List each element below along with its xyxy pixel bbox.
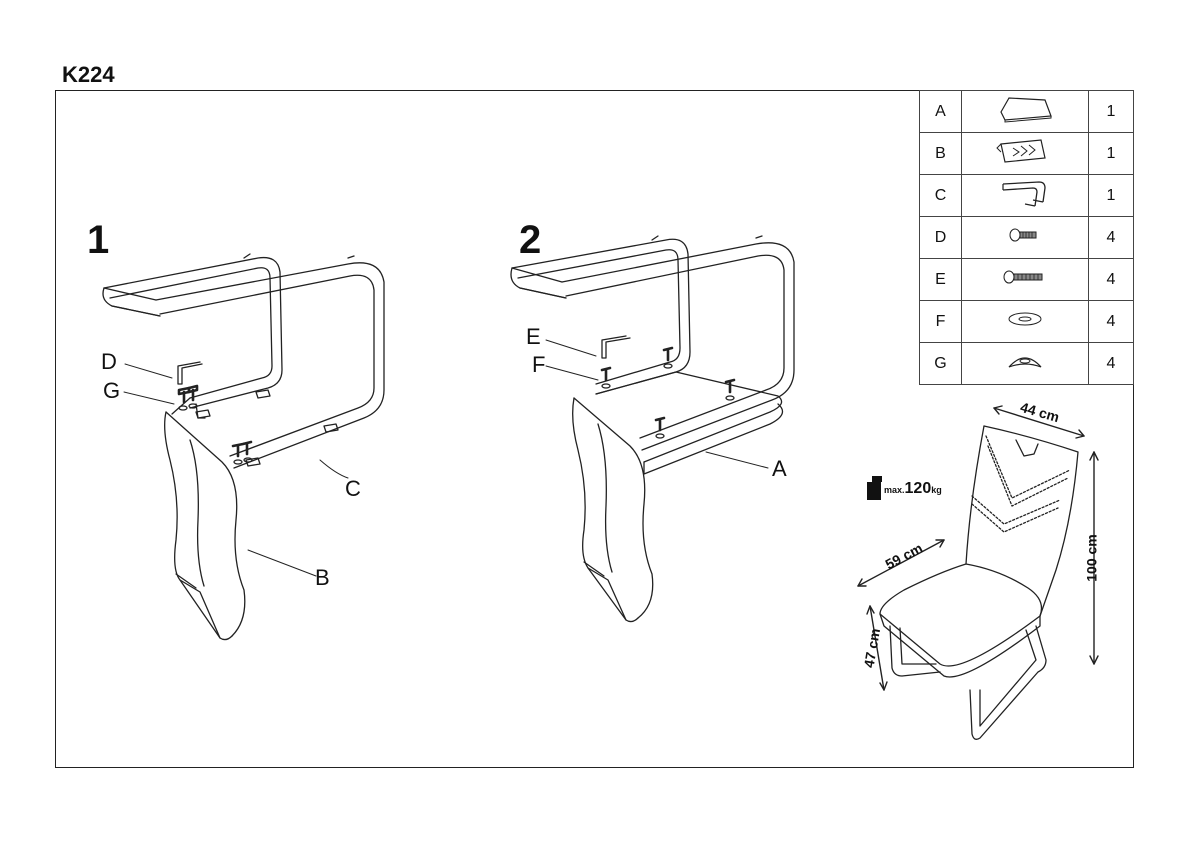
long-bolt-icon — [961, 258, 1089, 301]
table-row: C 1 — [919, 174, 1134, 217]
part-qty: 4 — [1088, 258, 1134, 301]
label-c: C — [345, 476, 361, 501]
washer-icon — [961, 300, 1089, 343]
step1-chair-drawing — [102, 253, 385, 641]
table-row: B 1 — [919, 132, 1134, 175]
page-title: K224 — [62, 62, 115, 87]
parts-table: A 1 B 1 C 1 D 4 E 4 F 4 — [919, 90, 1134, 385]
max-load: max.120kg — [884, 480, 942, 498]
label-d: D — [101, 349, 117, 374]
label-f: F — [532, 352, 546, 377]
dimension-chair-drawing — [857, 405, 1099, 740]
short-bolt-icon — [961, 216, 1089, 259]
step-number-2: 2 — [519, 218, 542, 262]
seat-cushion-icon — [961, 90, 1089, 133]
table-row: E 4 — [919, 258, 1134, 301]
part-qty: 4 — [1088, 342, 1134, 385]
instruction-frame — [55, 90, 1134, 768]
part-letter: G — [919, 342, 962, 385]
table-row: D 4 — [919, 216, 1134, 259]
label-g: G — [103, 378, 121, 403]
part-qty: 1 — [1088, 90, 1134, 133]
part-qty: 4 — [1088, 300, 1134, 343]
table-row: G 4 — [919, 342, 1134, 385]
max-load-value: 120 — [904, 480, 932, 497]
step2-chair-drawing — [510, 235, 795, 623]
step-number-1: 1 — [87, 218, 110, 262]
curved-washer-icon — [961, 342, 1089, 385]
table-row: F 4 — [919, 300, 1134, 343]
dimension-height: 100 cm — [1083, 534, 1100, 582]
label-a: A — [772, 456, 787, 481]
label-b: B — [315, 565, 330, 590]
max-load-unit: kg — [931, 485, 942, 495]
part-qty: 4 — [1088, 216, 1134, 259]
part-letter: B — [919, 132, 962, 175]
label-e: E — [526, 324, 541, 349]
weight-icon — [867, 476, 882, 500]
backrest-icon — [961, 132, 1089, 175]
part-qty: 1 — [1088, 132, 1134, 175]
part-letter: E — [919, 258, 962, 301]
max-load-prefix: max. — [884, 485, 905, 495]
part-letter: F — [919, 300, 962, 343]
part-qty: 1 — [1088, 174, 1134, 217]
part-letter: C — [919, 174, 962, 217]
